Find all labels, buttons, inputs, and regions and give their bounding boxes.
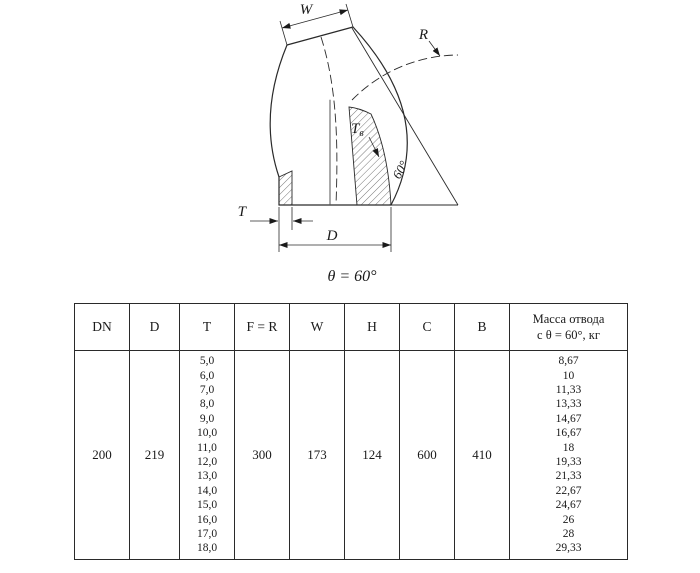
cell-line: 11,0	[197, 441, 217, 454]
header-d: D	[129, 303, 180, 351]
cell-line: 6,0	[199, 369, 215, 382]
cell-line: 18,0	[196, 542, 218, 555]
cell-line: 7,0	[199, 383, 215, 396]
header-b: B	[454, 303, 510, 351]
tv-label: Tв	[351, 121, 364, 139]
cell-line: 8,67	[558, 355, 579, 368]
pipe-outline	[269, 26, 408, 206]
dimensions-table: DN D T F = R W H C B Масса отвода с θ = …	[74, 303, 628, 560]
cell-line: 19,33	[555, 456, 582, 468]
cell-line: 11,33	[555, 383, 582, 396]
cell-c: 600	[399, 350, 455, 560]
cell-d: 219	[129, 350, 180, 560]
header-c: C	[399, 303, 455, 351]
cell-line: 12,0	[196, 456, 218, 468]
cell-line: 16,67	[555, 427, 582, 440]
theta-caption: θ = 60°	[327, 268, 377, 285]
cell-line: 10,0	[196, 427, 218, 440]
cell-line: 24,67	[555, 499, 582, 512]
cell-line: 5,0	[199, 355, 215, 368]
header-fr: F = R	[234, 303, 290, 351]
angle-label: 60°	[389, 158, 411, 181]
bend-wall-section	[348, 106, 392, 206]
cell-w: 173	[289, 350, 345, 560]
centerlines	[320, 36, 459, 206]
header-dn: DN	[74, 303, 130, 351]
cell-line: 13,0	[196, 470, 218, 483]
cell-line: 28	[562, 528, 575, 541]
cell-line: 13,33	[555, 398, 582, 411]
cell-line: 10	[562, 369, 575, 382]
cell-line: 17,0	[196, 528, 218, 541]
r-leader	[428, 40, 441, 57]
cell-line: 26	[562, 513, 575, 526]
cell-line: 22,67	[555, 484, 582, 497]
header-mass: Масса отвода с θ = 60°, кг	[509, 303, 628, 351]
t-label: T	[238, 204, 248, 220]
elbow-drawing: W R Tв 60° T D θ = 60°	[238, 2, 459, 285]
header-mass-line1: Масса отвода	[532, 312, 605, 326]
cell-h: 124	[344, 350, 400, 560]
cell-line: 14,67	[555, 412, 582, 425]
angle-construction-lines	[351, 27, 459, 206]
header-w: W	[289, 303, 345, 351]
cell-line: 18	[562, 441, 575, 454]
header-h: H	[344, 303, 400, 351]
dimension-d	[279, 207, 392, 252]
cell-line: 16,0	[196, 513, 218, 526]
cell-line: 29,33	[555, 542, 582, 555]
tv-leader	[368, 136, 380, 158]
d-label: D	[326, 228, 338, 244]
cell-line: 9,0	[199, 412, 215, 425]
cell-line: 14,0	[196, 484, 218, 497]
table-container: DN D T F = R W H C B Масса отвода с θ = …	[74, 303, 628, 560]
w-label: W	[300, 2, 314, 18]
cell-fr: 300	[234, 350, 290, 560]
cell-b: 410	[454, 350, 510, 560]
cell-line: 21,33	[555, 470, 582, 483]
r-label: R	[418, 27, 428, 43]
header-mass-line2: с θ = 60°, кг	[537, 328, 600, 342]
cell-line: 15,0	[196, 499, 218, 512]
cell-dn: 200	[74, 350, 130, 560]
dimension-w	[279, 3, 354, 46]
header-t: T	[179, 303, 235, 351]
header-row: DN D T F = R W H C B Масса отвода с θ = …	[74, 303, 628, 351]
cell-line: 8,0	[199, 398, 215, 411]
outlet-wall-section	[278, 170, 293, 206]
